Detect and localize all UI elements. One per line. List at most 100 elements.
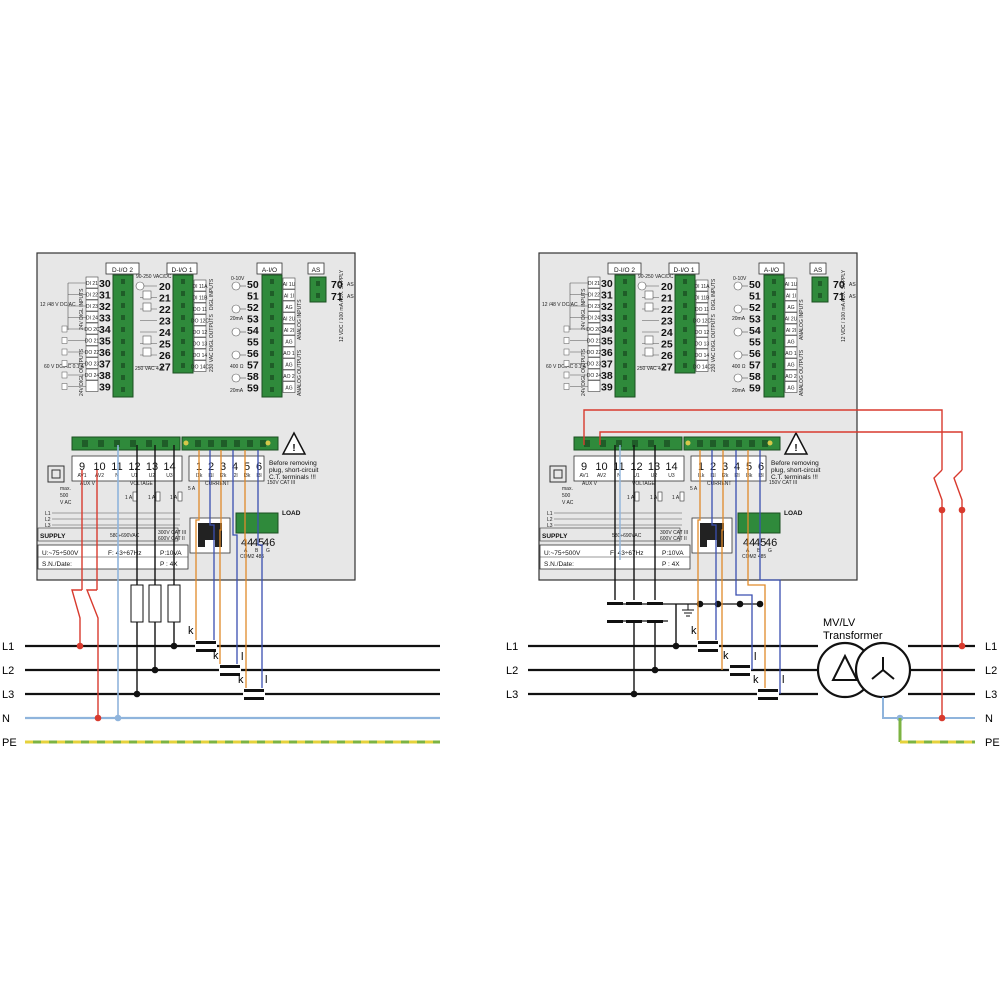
aio-code: AI 2I: [786, 328, 796, 334]
group-label-aux-supply: 12 VDC / 100 mA AUX. SUPPLY: [841, 269, 847, 342]
transformer-label-1: MV/LV: [823, 617, 856, 629]
junction-dot: [133, 690, 141, 698]
terminal-screw: [772, 291, 776, 296]
code-cell: [85, 322, 99, 335]
code-cell: [282, 335, 296, 347]
code-cell: [85, 276, 99, 289]
relay-coil: [644, 347, 654, 357]
current-transformer-icon: [220, 673, 240, 676]
code-cell: [695, 279, 709, 292]
terminal-screw: [664, 440, 670, 447]
analog-circle: [733, 327, 743, 337]
code-cell: [85, 311, 99, 323]
note-aio-mid: 20mA: [230, 316, 244, 322]
aio-code: AG: [787, 363, 794, 369]
dio2-code: DO 22: [587, 350, 602, 356]
group-label-analog-outputs: ANALOG OUTPUTS: [799, 349, 805, 396]
terminal-screw: [584, 440, 590, 447]
current-label: CURRENT: [205, 481, 229, 487]
internal-element: [563, 348, 570, 356]
aio-code: AG: [285, 340, 292, 346]
group-label-dio1-outputs: 230 VAC DIGL OUTPUTS: [711, 314, 717, 372]
dio1-code: DO 14: [695, 353, 710, 359]
bus-label-L3: L3: [2, 689, 14, 701]
rating-4x: P : 4X: [662, 561, 680, 568]
terminal-screw: [762, 440, 768, 447]
code-cell: [587, 357, 601, 369]
code-cell: [85, 345, 99, 358]
bus-label-right-L1: L1: [985, 641, 997, 653]
terminal-screw: [195, 440, 201, 447]
terminal-screw: [683, 279, 687, 284]
input-circle: [135, 281, 145, 291]
voltage-terminal-labels: [573, 455, 685, 482]
terminal-screw: [683, 327, 687, 332]
terminal-screw: [234, 440, 240, 447]
rating-p: P:10VA: [160, 550, 182, 557]
dio2-terminal-num: 37: [601, 359, 613, 371]
bus-label-N: N: [2, 713, 10, 725]
note-aio-low: 400 Ω: [732, 364, 746, 370]
cat-note: 300V CAT III: [158, 530, 186, 536]
aio-terminal-num: 59: [749, 383, 761, 395]
ct-l-label: l: [241, 651, 243, 663]
supply-row: [539, 527, 681, 542]
dio1-code: DI 11A: [695, 284, 711, 290]
terminal-screw: [316, 281, 320, 286]
warning-text: C.T. terminals !!!: [771, 474, 818, 481]
current-terminal-num: 3: [722, 461, 728, 473]
voltage-terminal-num: 12: [128, 461, 140, 473]
analog-circle: [231, 373, 241, 383]
aio-code: AG: [285, 363, 292, 369]
note-dc-in: 12 /48 V DC/AC: [40, 302, 76, 308]
terminal-screw: [623, 303, 627, 308]
internal-element: [61, 383, 68, 390]
code-cell: [193, 279, 207, 292]
junction-dot: [938, 506, 946, 514]
header-dio1: D-I/O 1: [674, 267, 695, 274]
terminal-screw: [772, 303, 776, 308]
com-terminal-block: [737, 512, 781, 534]
group-label-dio1-inputs: DIGL INPUTS: [711, 278, 717, 310]
terminal-block: [763, 274, 785, 398]
voltage-terminal-code: AV2: [95, 473, 104, 479]
terminal-block: [811, 276, 829, 303]
bus-label-left-L3: L3: [506, 689, 518, 701]
dio1-terminal-num: 21: [661, 293, 673, 305]
code-cell: [85, 357, 99, 369]
terminal-screw: [623, 351, 627, 356]
current-terminal-block: [683, 436, 781, 451]
relay-coil: [644, 335, 654, 345]
fuse-icon: [657, 491, 663, 502]
supply-label: SUPPLY: [40, 533, 66, 540]
current-terminal-code: I2l: [232, 473, 237, 479]
aio-code: AI 2U: [785, 317, 798, 323]
current-terminal-num: 1: [698, 461, 704, 473]
aux-wire-switch: [71, 589, 82, 646]
aio-code: AO 2: [283, 374, 295, 380]
dio2-terminal-num: 32: [601, 301, 613, 313]
voltage-terminal-num: 13: [648, 461, 660, 473]
delta-symbol: [831, 653, 859, 681]
phase-small-label: L3: [547, 523, 553, 529]
supply-row: [37, 527, 179, 542]
current-transformer-icon: [698, 649, 718, 652]
group-label-dig-inputs: 24V DIGL INPUTS: [79, 288, 85, 330]
dio2-terminal-num: 36: [601, 347, 613, 359]
ct-l-label: l: [754, 651, 756, 663]
dio2-terminal-num: 38: [601, 370, 613, 382]
load-label: LOAD: [282, 510, 301, 517]
terminal-screw: [683, 339, 687, 344]
dio2-terminal-num: 30: [601, 278, 613, 290]
voltage-terminal-num: 9: [581, 461, 587, 473]
max-label: 500: [60, 493, 69, 499]
junction-dot: [114, 714, 122, 722]
serial-label: S.N./Date:: [544, 561, 574, 568]
code-cell: [282, 300, 296, 313]
terminal-screw: [247, 440, 253, 447]
relay-coil: [142, 335, 152, 345]
current-transformer-icon: [220, 665, 240, 668]
note-dio1-bottom: 250 VAC 4 A: [637, 366, 666, 372]
dio2-terminal-num: 33: [601, 313, 613, 325]
junction-dot: [76, 642, 84, 650]
